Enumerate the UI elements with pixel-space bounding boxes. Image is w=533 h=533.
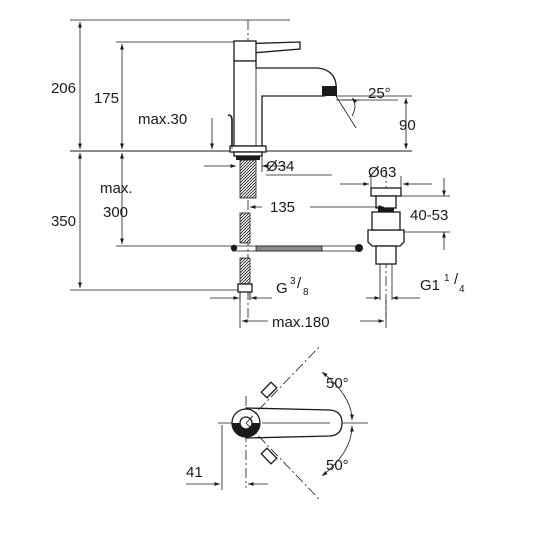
label-g114-num: 1	[444, 273, 450, 284]
mount-washer	[233, 151, 263, 157]
link-rod-grey	[255, 245, 323, 252]
label-g38-slash: /	[297, 275, 302, 292]
label-350: 350	[51, 213, 76, 230]
waste-lever-pivot	[355, 244, 363, 252]
label-max180: max.180	[272, 314, 330, 331]
label-max: max.	[100, 180, 133, 197]
waste-pipe	[379, 264, 393, 300]
faucet-side-view: 206 175 350 max. 300 max.30 Ø34 25° 90 1…	[51, 19, 465, 331]
popup-rod	[227, 114, 233, 150]
label-135: 135	[270, 199, 295, 216]
label-g114-slash: /	[454, 271, 459, 288]
bg-135	[262, 196, 310, 216]
label-41: 41	[186, 464, 203, 481]
label-d34: Ø34	[266, 158, 294, 175]
label-175: 175	[94, 90, 119, 107]
label-4053: 40-53	[410, 207, 448, 224]
supply-hose-upper	[239, 212, 251, 244]
mount-plate	[236, 156, 260, 160]
arc-50-bottom	[321, 425, 354, 477]
label-g114-main: G1	[420, 277, 440, 294]
label-90: 90	[399, 117, 416, 134]
waste-nut	[367, 229, 405, 247]
lever-ghost-top	[260, 381, 278, 399]
label-50-top: 50°	[326, 375, 349, 392]
waste-body	[371, 211, 401, 231]
waste-plug-top	[370, 187, 402, 197]
tap-body-half	[232, 423, 260, 437]
waste-seal	[378, 208, 394, 212]
angle-25-arc	[351, 97, 358, 117]
arc-50-top	[321, 371, 354, 421]
label-50-bottom: 50°	[326, 457, 349, 474]
label-g114-den: 4	[459, 284, 465, 295]
aerator	[322, 86, 337, 96]
link-rod-joint	[230, 244, 238, 252]
label-g38-den: 8	[303, 287, 309, 298]
label-max30: max.30	[138, 111, 187, 128]
threaded-shank	[239, 159, 257, 199]
waste-tail	[375, 245, 397, 265]
label-g38-main: G	[276, 280, 288, 297]
angle-ref-line	[335, 95, 357, 129]
label-25deg: 25°	[368, 85, 391, 102]
label-300: 300	[103, 204, 128, 221]
supply-hose-lower	[239, 257, 251, 285]
label-g38-num: 3	[290, 276, 296, 287]
hose-connector	[237, 283, 253, 293]
base-flange	[229, 145, 267, 153]
tap-body	[233, 60, 337, 147]
label-206: 206	[51, 80, 76, 97]
faucet-top-view: 50° 50° 41	[186, 345, 368, 501]
lever-ghost-bottom	[260, 447, 278, 465]
bg-180	[268, 311, 360, 331]
label-d63: Ø63	[368, 164, 396, 181]
lever-base	[233, 40, 257, 62]
waste-plug-neck	[375, 195, 397, 209]
